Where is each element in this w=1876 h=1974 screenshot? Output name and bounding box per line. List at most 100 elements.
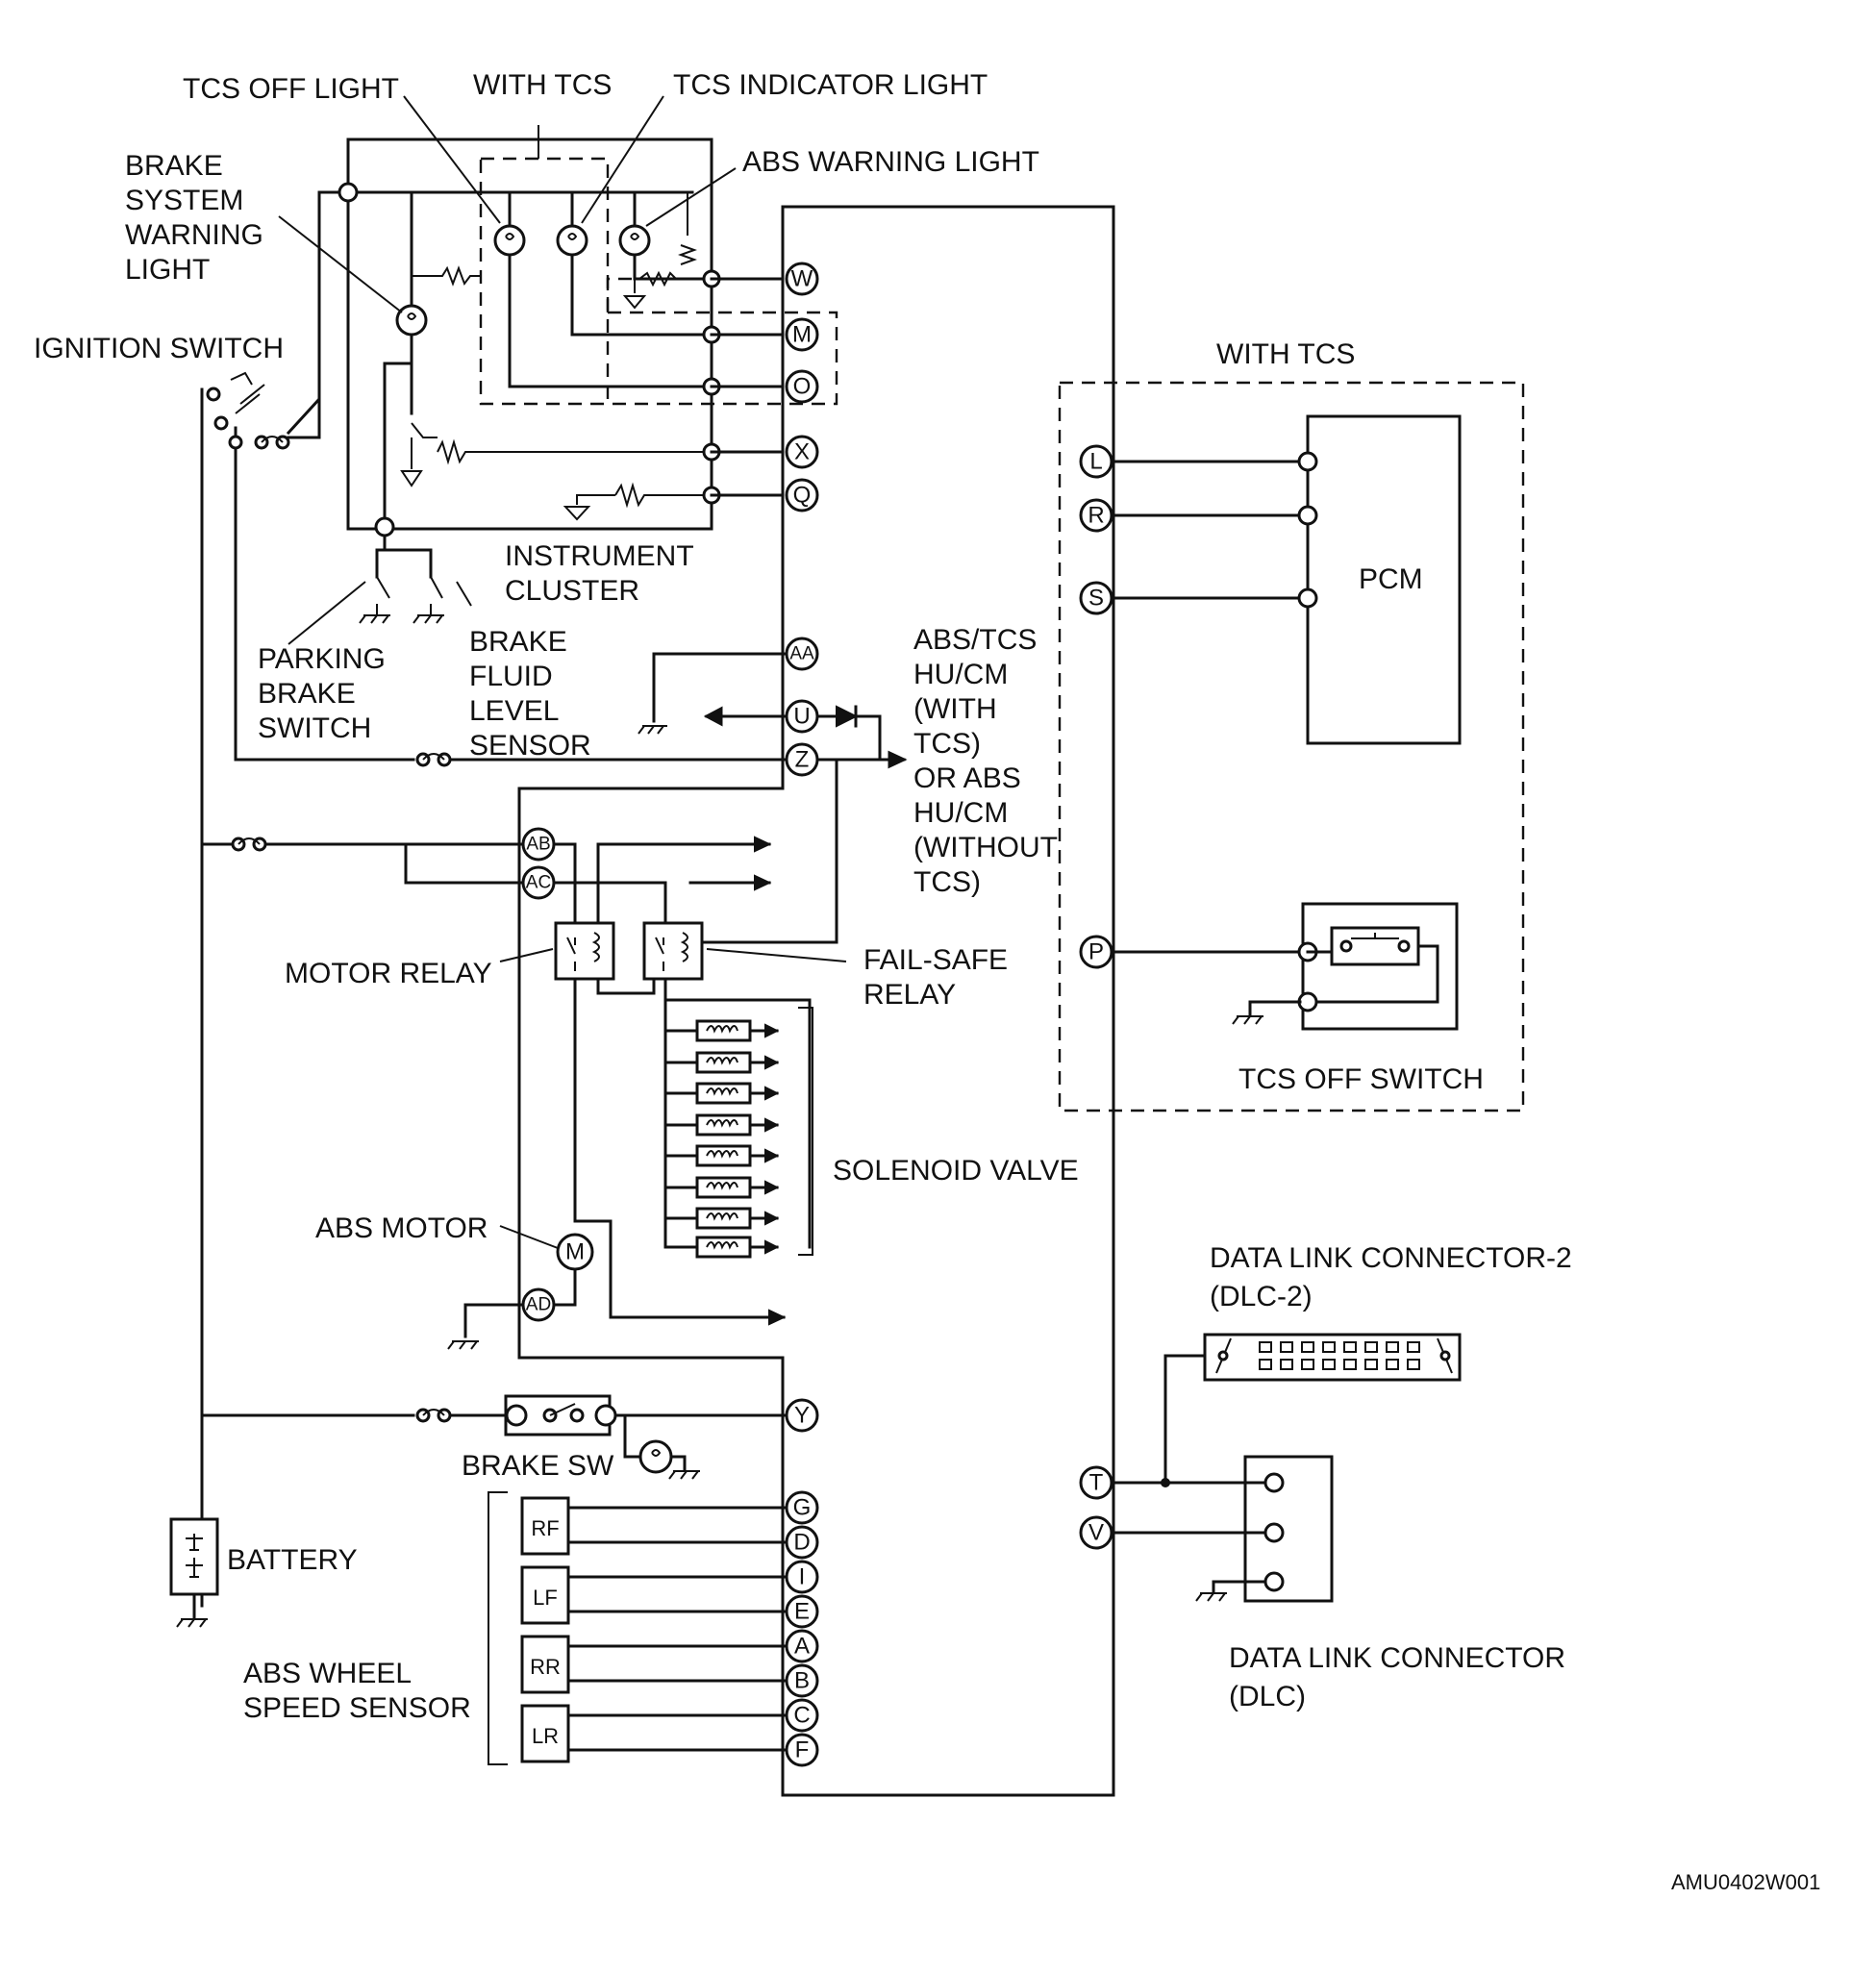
battery-label: BATTERY [227,1544,358,1576]
sensor-rr-label: RR [530,1655,561,1679]
pin-l: L [1079,444,1113,479]
brake-warning-label-line2: SYSTEM [125,185,243,216]
hucm-label-line2: HU/CM [913,659,1008,690]
abs-motor-label: ABS MOTOR [315,1212,488,1244]
pin-b: B [785,1663,819,1698]
hucm-label-line3: (WITH [913,693,997,725]
pin-label: F [795,1737,810,1763]
with-tcs-right-label: WITH TCS [1216,338,1355,370]
pin-v: V [1079,1515,1113,1550]
pin-e: E [785,1594,819,1629]
pin-d: D [785,1525,819,1560]
hucm-label-line4: TCS) [913,728,981,760]
power-feed-wiring [200,837,525,1423]
pin-label: E [794,1599,810,1625]
instrument-cluster-label-line1: INSTRUMENT [505,540,694,572]
pin-ab: AB [521,827,556,862]
hucm-module [517,205,1115,1797]
figure-code-label: AMU0402W001 [1671,1870,1820,1894]
dlc2-label-line2: (DLC-2) [1210,1281,1313,1312]
sensor-lf: LF [520,1565,788,1625]
battery-symbol [169,1517,219,1628]
cluster-to-module-wires [710,277,785,497]
pin-label: B [794,1668,810,1694]
pin-label: AD [526,1295,551,1315]
pin-label: V [1088,1520,1104,1546]
pin-a: A [785,1629,819,1663]
pin-label: R [1088,503,1104,529]
pin-i: I [785,1560,819,1594]
dlc-label-line2: (DLC) [1229,1681,1306,1712]
solenoid-coil [695,1082,780,1105]
pin-label: I [799,1564,806,1590]
tcs-indicator-light-label: TCS INDICATOR LIGHT [673,69,988,101]
pin-x: X [785,435,819,469]
solenoid-valve-label: SOLENOID VALVE [833,1155,1079,1187]
pin-ad: AD [521,1287,556,1322]
parking-brake-and-fluid-switches [288,534,472,645]
pcm-label: PCM [1359,563,1423,595]
ignition-switch-label: IGNITION SWITCH [34,333,284,364]
hucm-label-line8: TCS) [913,866,981,898]
brake-switch [504,1394,788,1480]
abs-warning-light-bulb [618,190,713,310]
solenoid-coil [695,1236,780,1259]
pin-label: Y [794,1403,810,1429]
pin-label: AB [526,835,550,855]
pin-s: S [1079,581,1113,615]
pin-aa: AA [785,637,819,671]
text-labels: TCS OFF LIGHT WITH TCS TCS INDICATOR LIG… [34,69,1820,1894]
wheel-sensor-label-line2: SPEED SENSOR [243,1692,471,1724]
brake-warning-label-line3: WARNING [125,219,263,251]
pin-label: P [1088,939,1104,965]
dlc-connector [1110,1455,1334,1603]
pin-label: D [793,1530,810,1556]
sensor-rf: RF [520,1496,788,1556]
tcs-off-switch [1110,902,1459,1031]
solenoid-coil [695,1176,780,1199]
aa-u-z-wiring [638,652,908,944]
pin-label: X [794,439,810,465]
brake-warning-light-bulb [383,190,481,526]
parking-brake-label-line2: BRAKE [258,678,356,710]
pin-label: S [1088,586,1104,612]
motor-relay-label: MOTOR RELAY [285,958,492,989]
pin-u: U [785,699,819,734]
with-tcs-top-label: WITH TCS [473,69,612,101]
motor-symbol-label: M [565,1239,585,1265]
tcs-off-light-label: TCS OFF LIGHT [183,73,399,105]
pin-r: R [1079,498,1113,533]
pin-label: Q [793,483,812,509]
brake-fluid-label-line2: FLUID [469,661,553,692]
pin-z: Z [785,742,819,777]
abs-warning-light-label: ABS WARNING LIGHT [742,146,1039,178]
solenoid-coil [695,1019,780,1042]
solenoid-coil [695,1113,780,1137]
pin-label: AA [789,644,814,664]
motor-relay [499,836,772,1223]
pin-label: Z [795,747,810,773]
hucm-label-line1: ABS/TCS [913,624,1037,656]
solenoid-coil [695,1144,780,1167]
pin-label: C [793,1703,810,1729]
brake-fluid-label-line1: BRAKE [469,626,567,658]
pin-g: G [785,1490,819,1525]
fail-safe-relay-label-line2: RELAY [863,979,956,1011]
instrument-cluster [286,125,838,537]
hucm-label-line6: HU/CM [913,797,1008,829]
brake-sw-label: BRAKE SW [462,1450,614,1482]
solenoid-coil [695,1207,780,1230]
tcs-off-switch-label: TCS OFF SWITCH [1238,1063,1484,1095]
hucm-label-line7: (WITHOUT [913,832,1058,863]
pin-label: W [791,266,813,292]
sensor-lr-label: LR [532,1724,559,1748]
pcm-box [1110,414,1462,745]
pin-label: A [794,1634,810,1660]
brake-fluid-label-line3: LEVEL [469,695,559,727]
tcs-region [1058,381,1525,1112]
sensor-rf-label: RF [531,1516,559,1540]
wheel-speed-sensors: RF LF RR LR [488,1491,788,1765]
sensor-lf-label: LF [533,1586,558,1610]
pin-m: M [785,317,819,352]
